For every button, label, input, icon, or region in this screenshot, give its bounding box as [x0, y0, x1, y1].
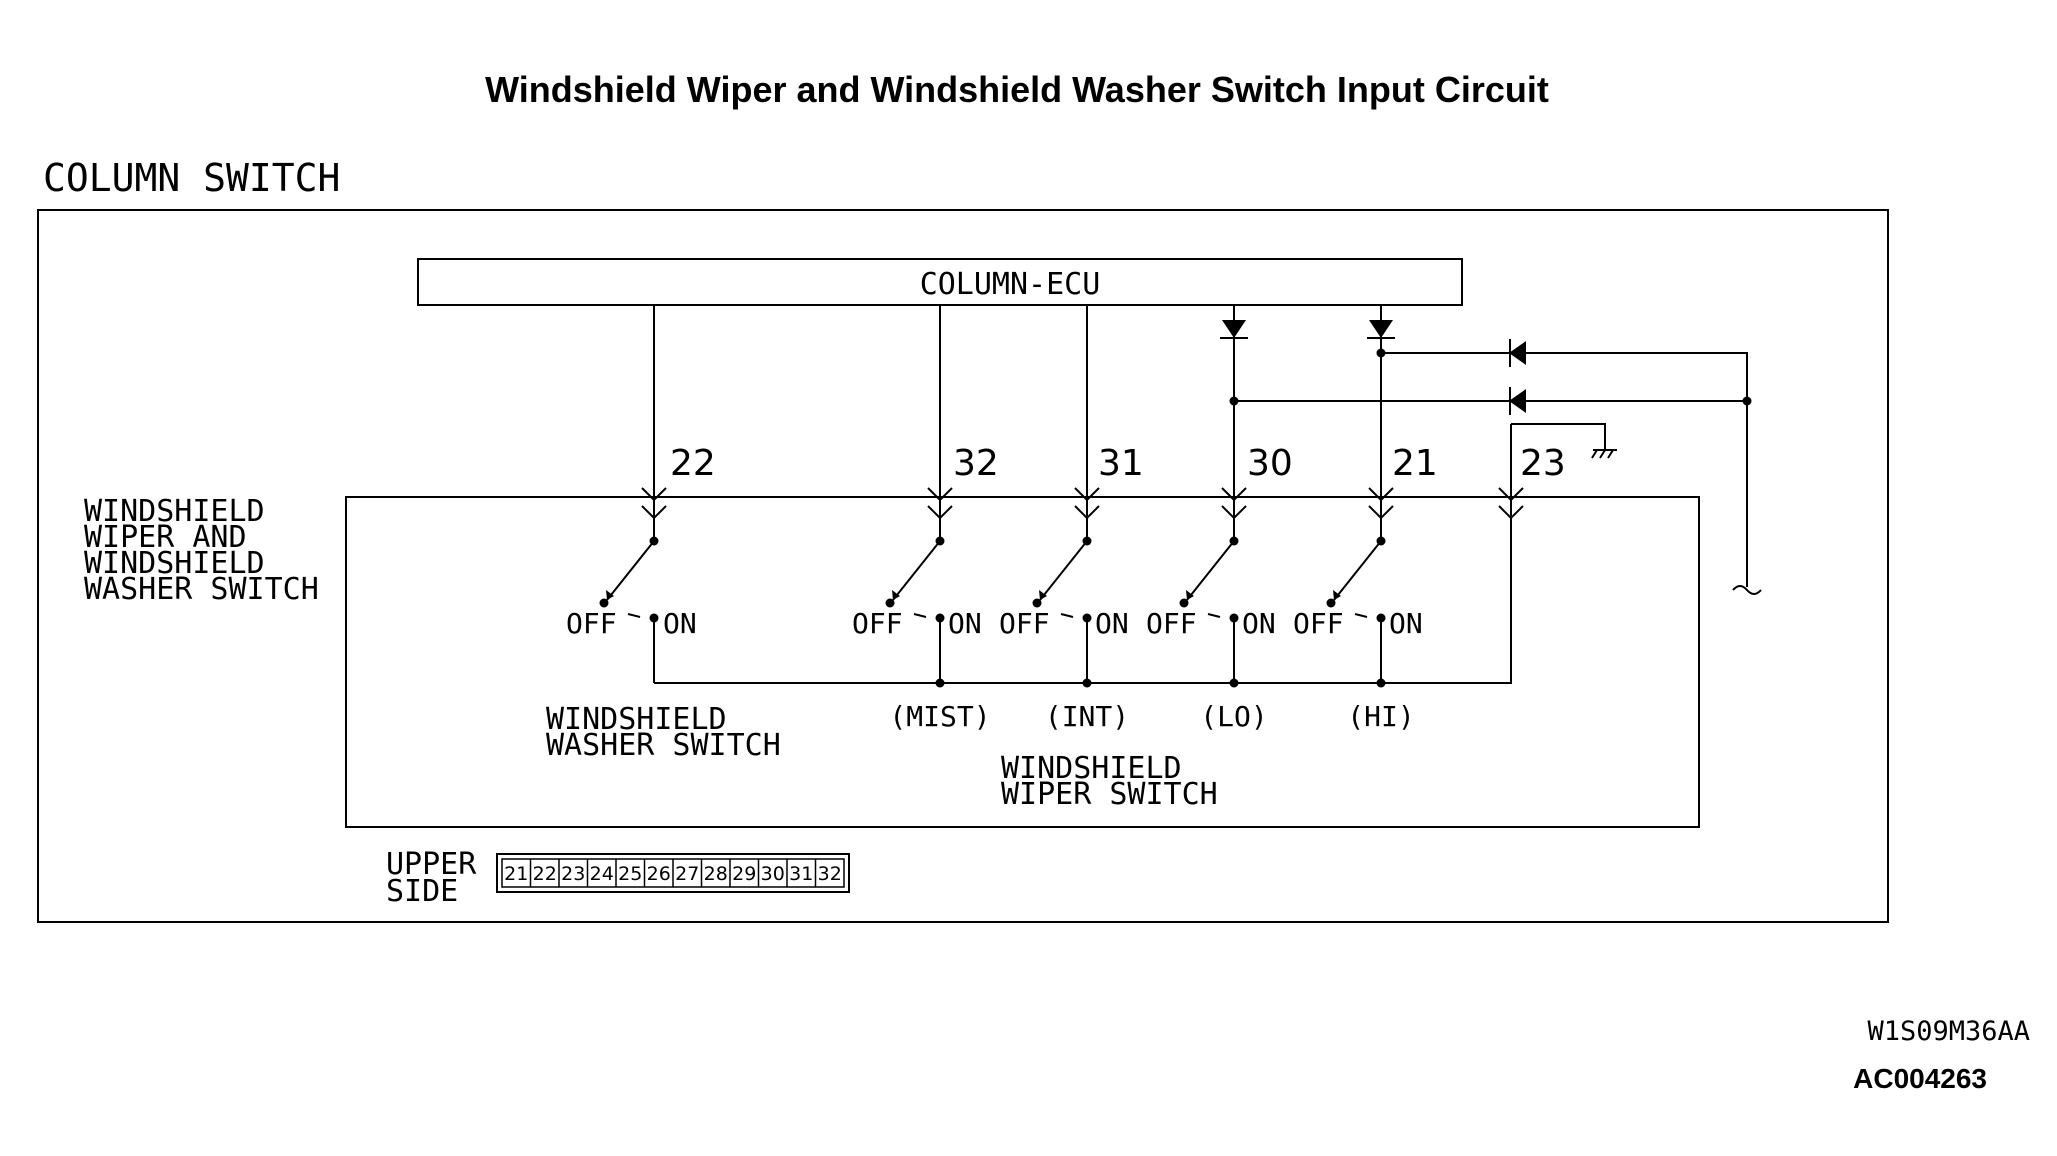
assembly-label: WINDSHIELD WIPER AND WINDSHIELD WASHER S…: [84, 494, 319, 607]
signal-wires: [653, 305, 1512, 541]
svg-text:WASHER SWITCH: WASHER SWITCH: [84, 572, 319, 607]
off-on-labels: OFF ON OFF ON OFF ON OFF ON ON OFF ON: [566, 607, 1423, 640]
svg-text:OFF: OFF: [852, 607, 903, 640]
diode-pin21: [1367, 320, 1395, 339]
ground-branch: [1511, 423, 1617, 459]
diode-branch-upper: [1376, 339, 1748, 401]
svg-text:WASHER SWITCH: WASHER SWITCH: [546, 728, 781, 763]
svg-text:32: 32: [953, 443, 999, 484]
svg-text:OFF: OFF: [1146, 607, 1197, 640]
switch-assembly-box: [345, 496, 1700, 828]
svg-text:(LO): (LO): [1200, 700, 1267, 733]
wiper-switch-mist: [885, 536, 945, 683]
svg-text:(MIST): (MIST): [889, 700, 990, 733]
svg-text:ON: ON: [1242, 607, 1276, 640]
pin-numbers: 22 32 31 30 21 23: [670, 443, 1566, 484]
svg-text:WIPER AND: WIPER AND: [84, 520, 247, 555]
diagram-title: Windshield Wiper and Windshield Washer S…: [485, 69, 1549, 110]
diode-branch-lower: [1229, 387, 1762, 595]
wiper-switch-hi: [1326, 536, 1386, 683]
svg-text:OFF: OFF: [999, 607, 1050, 640]
svg-text:21: 21: [1392, 443, 1438, 484]
figure-code: AC004263: [1853, 1063, 1987, 1094]
connector-pin-22: 22: [533, 863, 557, 885]
diode-pin30: [1220, 320, 1248, 339]
svg-text:WINDSHIELD: WINDSHIELD: [84, 494, 265, 529]
connector-pin-27: 27: [675, 863, 699, 885]
svg-text:(INT): (INT): [1045, 700, 1129, 733]
svg-text:(HI): (HI): [1347, 700, 1414, 733]
connector-pin-26: 26: [647, 863, 671, 885]
common-bus: [654, 520, 1512, 688]
connector-pin-23: 23: [561, 863, 585, 885]
connector-pin-25: 25: [618, 863, 642, 885]
svg-text:SIDE: SIDE: [386, 874, 458, 909]
connector-pin-21: 21: [504, 863, 528, 885]
wiper-switch-int: [1032, 536, 1092, 683]
washer-switch-label: WINDSHIELD WASHER SWITCH: [546, 702, 781, 763]
column-switch-frame: [37, 209, 1889, 923]
svg-text:31: 31: [1098, 443, 1144, 484]
svg-text:WIPER SWITCH: WIPER SWITCH: [1001, 777, 1218, 812]
svg-text:OFF: OFF: [566, 607, 617, 640]
column-switch-label: COLUMN SWITCH: [43, 156, 340, 200]
connector-pin-24: 24: [590, 863, 614, 885]
svg-text:UPPER: UPPER: [386, 847, 477, 882]
connector-pin-31: 31: [789, 863, 813, 885]
connector-pin-28: 28: [704, 863, 728, 885]
svg-text:22: 22: [670, 443, 716, 484]
svg-text:WINDSHIELD: WINDSHIELD: [84, 546, 265, 581]
figure-ref: W1S09M36AA: [1867, 1016, 2030, 1047]
connector-pin-30: 30: [761, 863, 785, 885]
connector-chevrons: [641, 487, 1524, 520]
svg-text:WINDSHIELD: WINDSHIELD: [1001, 751, 1182, 786]
svg-text:ON: ON: [663, 607, 697, 640]
mode-labels: (MIST) (INT) (LO) (HI): [889, 700, 1414, 733]
wiper-switch-lo: [1179, 536, 1239, 683]
connector-pin-29: 29: [732, 863, 756, 885]
svg-text:30: 30: [1247, 443, 1293, 484]
svg-text:OFF: OFF: [1293, 607, 1344, 640]
svg-text:ON: ON: [948, 607, 982, 640]
washer-switch: [599, 536, 659, 683]
svg-text:WINDSHIELD: WINDSHIELD: [546, 702, 727, 737]
connector-side-label: UPPER SIDE: [386, 847, 477, 909]
connector-pin-32: 32: [818, 863, 842, 885]
svg-text:23: 23: [1520, 443, 1566, 484]
column-ecu-label: COLUMN-ECU: [920, 267, 1101, 302]
svg-text:ON: ON: [1389, 607, 1423, 640]
svg-text:ON: ON: [1095, 607, 1129, 640]
wiper-switch-label: WINDSHIELD WIPER SWITCH: [1001, 751, 1218, 812]
